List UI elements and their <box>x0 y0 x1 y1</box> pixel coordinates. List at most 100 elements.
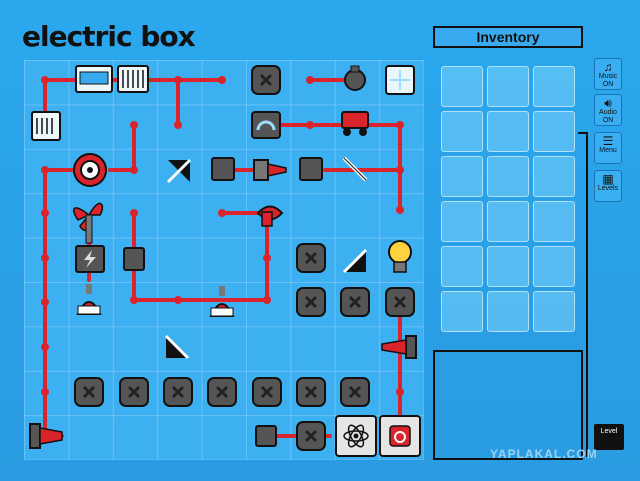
laser-emitter-component[interactable] <box>381 335 417 359</box>
flask-base <box>210 307 234 317</box>
lamp-flask-component[interactable] <box>76 284 102 315</box>
wire <box>108 123 136 172</box>
mirror-component[interactable] <box>164 334 190 360</box>
socket-connector[interactable] <box>163 377 193 407</box>
inventory-slot[interactable] <box>441 66 483 107</box>
socket-connector[interactable] <box>296 287 326 317</box>
socket-connector[interactable] <box>385 287 415 317</box>
inventory-slot[interactable] <box>487 246 529 287</box>
close-icon <box>82 385 96 399</box>
inventory-slot[interactable] <box>533 291 575 332</box>
cart-wheel <box>359 128 367 136</box>
inventory-slot[interactable] <box>441 111 483 152</box>
socket-connector[interactable] <box>251 65 281 95</box>
weight-component[interactable] <box>344 65 366 91</box>
socket-connector[interactable] <box>340 377 370 407</box>
light-bulb-component[interactable] <box>388 240 412 273</box>
plug-component[interactable] <box>299 157 323 181</box>
junction <box>130 166 138 174</box>
flask-neck <box>219 286 225 296</box>
laser-emitter-component[interactable] <box>253 159 287 181</box>
propeller-stand <box>85 214 93 244</box>
turbine-core <box>87 167 93 173</box>
robot-cart-component[interactable] <box>341 111 369 136</box>
inventory-slot[interactable] <box>441 291 483 332</box>
inventory-slot[interactable] <box>487 201 529 242</box>
mirror-component[interactable] <box>342 248 368 274</box>
radiator-component[interactable] <box>31 111 61 141</box>
inventory-slot[interactable] <box>487 111 529 152</box>
junction <box>306 121 314 129</box>
close-icon <box>171 385 185 399</box>
junction <box>130 209 138 217</box>
power-icon <box>394 431 406 443</box>
inventory-slot[interactable] <box>533 111 575 152</box>
inventory-slot[interactable] <box>533 156 575 197</box>
menu-button[interactable]: ☰ Menu <box>594 132 622 164</box>
socket-connector[interactable] <box>207 377 237 407</box>
radiator-body <box>31 111 61 141</box>
mirror-component[interactable] <box>342 156 368 182</box>
radiator-fins <box>36 118 53 134</box>
menu-list-icon: ☰ <box>602 134 614 148</box>
socket-connector[interactable] <box>296 243 326 273</box>
junction <box>396 388 404 396</box>
socket-connector[interactable] <box>296 421 326 451</box>
gauge-component[interactable] <box>251 111 281 139</box>
audio-toggle-button[interactable]: 🔊︎ Audio ON <box>594 94 622 126</box>
scroll-rail[interactable] <box>586 132 588 457</box>
close-icon <box>304 251 318 265</box>
side-connector-component[interactable] <box>123 247 145 271</box>
inventory-slot[interactable] <box>533 201 575 242</box>
mirror-glass <box>164 334 190 360</box>
levels-button[interactable]: ▦ Levels <box>594 170 622 202</box>
lamp-flask-component[interactable] <box>209 286 235 317</box>
inventory-slot[interactable] <box>533 246 575 287</box>
laser-emitter-component[interactable] <box>29 423 63 449</box>
socket-connector[interactable] <box>252 377 282 407</box>
inventory-slot[interactable] <box>487 66 529 107</box>
atom-button[interactable] <box>335 415 377 457</box>
flask-neck <box>86 284 92 294</box>
junction <box>218 76 226 84</box>
close-icon <box>127 385 141 399</box>
plug-component[interactable] <box>211 157 235 181</box>
inventory-slot[interactable] <box>441 246 483 287</box>
socket-connector[interactable] <box>119 377 149 407</box>
inventory-title: Inventory <box>433 26 583 48</box>
propeller-fan-component[interactable] <box>73 202 104 244</box>
horn-component[interactable] <box>256 205 284 227</box>
inventory-slot[interactable] <box>487 291 529 332</box>
junction <box>130 296 138 304</box>
generator-component[interactable] <box>75 65 149 93</box>
wire <box>278 123 402 212</box>
plug-body <box>211 157 235 181</box>
turbine-component[interactable] <box>73 153 107 187</box>
socket-connector[interactable] <box>74 377 104 407</box>
atom-orbit <box>343 430 369 442</box>
close-icon <box>348 385 362 399</box>
level-button[interactable]: Level <box>594 424 624 450</box>
music-toggle-button[interactable]: ♫ Music ON <box>594 58 622 90</box>
generator-window <box>79 71 109 85</box>
socket-connector[interactable] <box>340 287 370 317</box>
junction <box>396 166 404 174</box>
junction <box>41 298 49 306</box>
inventory-grid[interactable] <box>433 58 583 340</box>
inventory-slot[interactable] <box>487 156 529 197</box>
inventory-slot[interactable] <box>533 66 575 107</box>
inventory-slot[interactable] <box>441 156 483 197</box>
junction <box>41 254 49 262</box>
power-button[interactable] <box>379 415 421 457</box>
socket-connector[interactable] <box>296 377 326 407</box>
mirror-edge <box>343 157 367 181</box>
speaker-icon: 🔊︎ <box>604 96 612 110</box>
ice-block-component[interactable] <box>385 65 415 95</box>
inventory-slot[interactable] <box>441 201 483 242</box>
mirror-component[interactable] <box>166 158 192 184</box>
close-icon <box>348 295 362 309</box>
plug-component[interactable] <box>255 425 277 447</box>
levels-grid-icon: ▦ <box>602 172 614 186</box>
emitter-nozzle <box>39 427 63 445</box>
battery-component[interactable] <box>75 245 105 273</box>
